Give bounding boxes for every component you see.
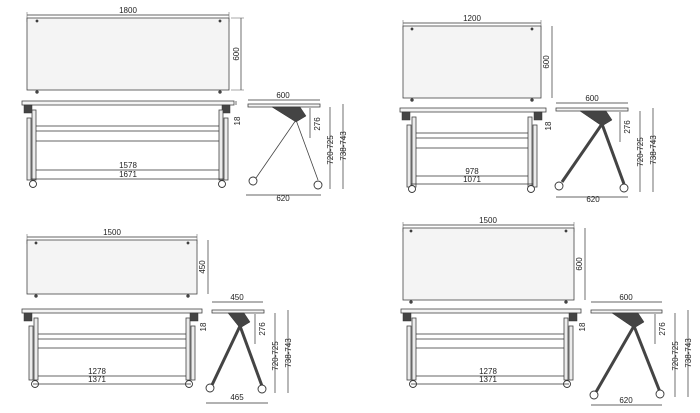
table-top-plan <box>26 239 198 295</box>
front-view-2: 18 978 1071 <box>399 107 553 193</box>
plan-view-3: 1500 450 <box>26 228 209 298</box>
inner-span-label: 1278 <box>88 367 106 376</box>
panel-3: 1500 450 18 1278 1371 450 <box>21 228 293 404</box>
side-depth-label: 600 <box>585 94 599 103</box>
plan-width-label: 1200 <box>463 14 481 23</box>
thickness-label: 18 <box>544 121 553 130</box>
side-height-label: 720-725 <box>636 137 645 167</box>
side-gap-label: 276 <box>623 120 632 134</box>
side-depth-label: 600 <box>619 293 633 302</box>
panel-1: 1800 600 18 1578 1671 <box>21 6 348 203</box>
side-height-label: 720-725 <box>671 341 680 371</box>
thickness-label: 18 <box>199 322 208 331</box>
side-view-3: 450 465 276 720-725 738-743 <box>205 293 293 404</box>
plan-view-2: 1200 600 <box>402 14 553 102</box>
side-view-1: 600 620 276 720-725 738-743 <box>246 91 348 203</box>
table-top-plan <box>402 25 542 99</box>
plan-width-label: 1800 <box>119 6 137 15</box>
side-depth-label: 600 <box>276 91 290 100</box>
side-gap-label: 276 <box>258 322 267 336</box>
plan-width-label: 1500 <box>103 228 121 237</box>
outer-span-label: 1371 <box>88 375 106 384</box>
plan-view-1: 1800 600 <box>26 6 244 94</box>
inner-span-label: 978 <box>465 167 479 176</box>
side-base-label: 620 <box>586 195 600 204</box>
panel-4: 1500 600 18 1278 1371 600 <box>400 216 693 406</box>
table-top-plan <box>26 17 230 91</box>
side-base-label: 465 <box>230 393 244 402</box>
plan-depth-label: 600 <box>542 55 551 69</box>
side-gap-label: 276 <box>313 117 322 131</box>
front-view-3: 18 1278 1371 <box>21 308 208 388</box>
table-top-plan <box>402 227 575 301</box>
outer-span-label: 1371 <box>479 375 497 384</box>
side-total-label: 738-743 <box>684 338 693 368</box>
plan-depth-label: 450 <box>198 260 207 274</box>
plan-width-label: 1500 <box>479 216 497 225</box>
front-view-1: 18 1578 1671 <box>21 100 242 188</box>
front-view-4: 18 1278 1371 <box>400 308 587 388</box>
panel-2: 1200 600 18 978 1071 600 <box>399 14 658 204</box>
side-total-label: 738-743 <box>339 131 348 161</box>
side-base-label: 620 <box>619 396 633 405</box>
inner-span-label: 1278 <box>479 367 497 376</box>
thickness-label: 18 <box>578 322 587 331</box>
plan-depth-label: 600 <box>232 47 241 61</box>
inner-span-label: 1578 <box>119 161 137 170</box>
side-height-label: 720-725 <box>271 341 280 371</box>
side-view-4: 600 620 276 720-725 738-743 <box>589 293 693 406</box>
side-view-2: 600 620 276 720-725 738-743 <box>554 94 658 204</box>
side-height-label: 720-725 <box>326 135 335 165</box>
plan-depth-label: 600 <box>575 257 584 271</box>
outer-span-label: 1671 <box>119 170 137 179</box>
thickness-label: 18 <box>233 116 242 125</box>
side-total-label: 738-743 <box>649 135 658 165</box>
side-gap-label: 276 <box>658 322 667 336</box>
side-base-label: 620 <box>276 194 290 203</box>
outer-span-label: 1071 <box>463 175 481 184</box>
side-depth-label: 450 <box>230 293 244 302</box>
plan-view-4: 1500 600 <box>402 216 586 304</box>
side-total-label: 738-743 <box>284 338 293 368</box>
